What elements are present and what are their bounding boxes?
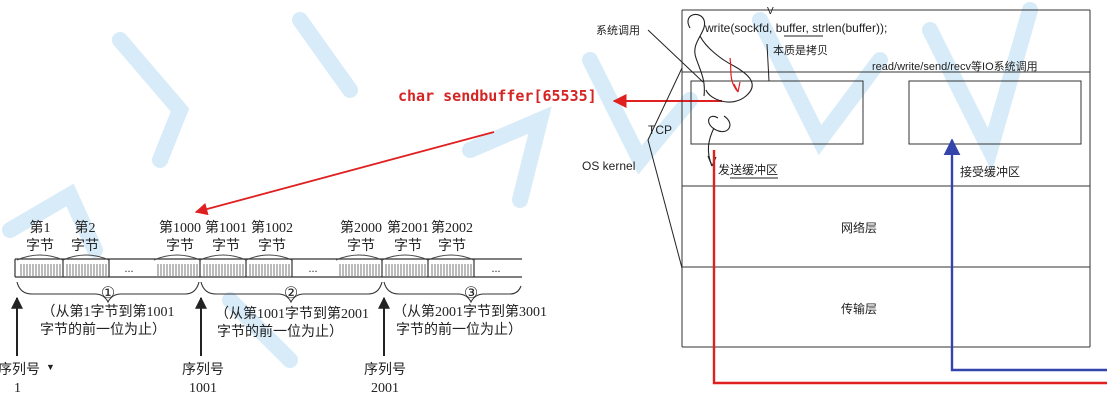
sequence-label-2: 序列号 <box>182 362 224 378</box>
byte-label-1001: 第1001 <box>205 219 247 236</box>
syscall-pointer <box>647 29 704 83</box>
copy-squiggle-red <box>729 57 741 93</box>
write-call-code: write(sockfd, buffer, strlen(buffer)); <box>704 21 887 35</box>
recv-buffer-box <box>908 80 1082 145</box>
syscall-label: 系统调用 <box>596 24 640 37</box>
sequence-value-3: 2001 <box>371 381 399 396</box>
watermark <box>2 2 1038 368</box>
os-kernel-label: OS kernel <box>582 159 635 173</box>
receive-path-line <box>943 138 1107 372</box>
sendbuffer-label: char sendbuffer[65535] <box>398 87 597 105</box>
byte-label-2-unit: 字节 <box>71 238 99 254</box>
sequence-label-1: 序列号 <box>0 362 40 378</box>
top-mark: V <box>767 6 774 17</box>
byte-label-2001: 第2001 <box>387 219 429 236</box>
sequence-marker: ▼ <box>46 362 55 372</box>
transport-layer-label: 传输层 <box>841 301 877 316</box>
sequence-arrows <box>11 296 390 356</box>
send-path-line <box>712 150 1107 385</box>
segment-desc-3-line1: （从第2001字节到第3001 <box>393 303 547 320</box>
tape-ellipsis-3: ... <box>492 261 501 275</box>
byte-label-1-unit: 字节 <box>26 238 54 254</box>
byte-label-2001-unit: 字节 <box>394 238 422 254</box>
segment-desc-1-line1: （从第1字节到第1001 <box>42 303 175 320</box>
segment-desc-2-line2: 字节的前一位为止） <box>217 323 343 340</box>
sequence-value-2: 1001 <box>189 381 217 396</box>
byte-label-1000-unit: 字节 <box>166 238 194 254</box>
byte-stream-tape: ... ... ... <box>14 254 522 278</box>
io-syscall-label: read/write/send/recv等IO系统调用 <box>872 59 1038 73</box>
arrow-to-byte-1000 <box>194 131 495 216</box>
byte-label-1001-unit: 字节 <box>212 238 240 254</box>
copy-note: 本质是拷贝 <box>773 43 828 57</box>
byte-label-2: 第2 <box>75 219 96 236</box>
segment-number-3: ③ <box>464 285 478 302</box>
byte-label-2000-unit: 字节 <box>347 238 375 254</box>
copy-pointer <box>766 43 770 82</box>
sequence-label-3: 序列号 <box>364 362 406 378</box>
segment-number-1: ① <box>101 285 115 302</box>
segment-number-2: ② <box>284 285 298 302</box>
byte-label-2000: 第2000 <box>340 219 382 236</box>
segment-desc-2-line1: （从第1001字节到第2001 <box>215 305 369 322</box>
byte-label-1002: 第1002 <box>251 219 293 236</box>
byte-label-1002-unit: 字节 <box>258 238 286 254</box>
send-buffer-label: 发送缓冲区 <box>718 162 778 177</box>
segment-desc-3-line2: 字节的前一位为止） <box>396 321 522 338</box>
tcp-label: TCP <box>648 123 672 137</box>
byte-label-1: 第1 <box>30 219 51 236</box>
os-kernel-diagram: 系统调用 V write(sockfd, buffer, strlen(buff… <box>582 6 1107 385</box>
hand-scribble <box>687 13 753 167</box>
recv-buffer-label: 接受缓冲区 <box>960 164 1020 179</box>
byte-label-1000: 第1000 <box>159 219 201 236</box>
tape-ellipsis-1: ... <box>125 261 134 275</box>
segment-braces <box>16 281 522 304</box>
tape-ellipsis-2: ... <box>309 261 318 275</box>
network-layer-label: 网络层 <box>841 220 877 235</box>
segment-desc-1-line2: 字节的前一位为止） <box>40 321 166 338</box>
byte-label-2002: 第2002 <box>431 219 473 236</box>
tcp-pointer <box>647 67 683 141</box>
byte-label-2002-unit: 字节 <box>438 238 466 254</box>
send-buffer-box <box>690 80 864 145</box>
byte-sequence-diagram: 第1 字节 第2 字节 第1000 字节 第1001 字节 第1002 字节 第… <box>0 219 547 396</box>
sequence-value-1: 1 <box>14 381 21 396</box>
oskernel-pointer <box>647 139 683 269</box>
